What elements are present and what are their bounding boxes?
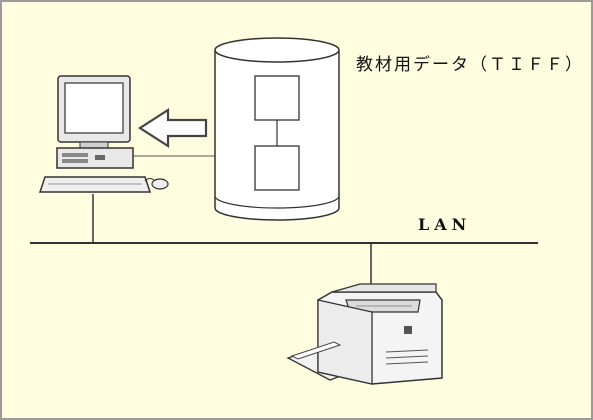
lan-label: LAN [418, 215, 472, 234]
data-record-1 [254, 75, 300, 121]
database-cylinder-icon [214, 37, 340, 221]
data-record-2 [254, 145, 300, 191]
computer-icon [38, 75, 169, 193]
arrow-left-icon [137, 107, 208, 149]
data-store-label: 教材用データ（ＴＩＦＦ） [356, 55, 584, 75]
printer-icon [286, 283, 443, 385]
